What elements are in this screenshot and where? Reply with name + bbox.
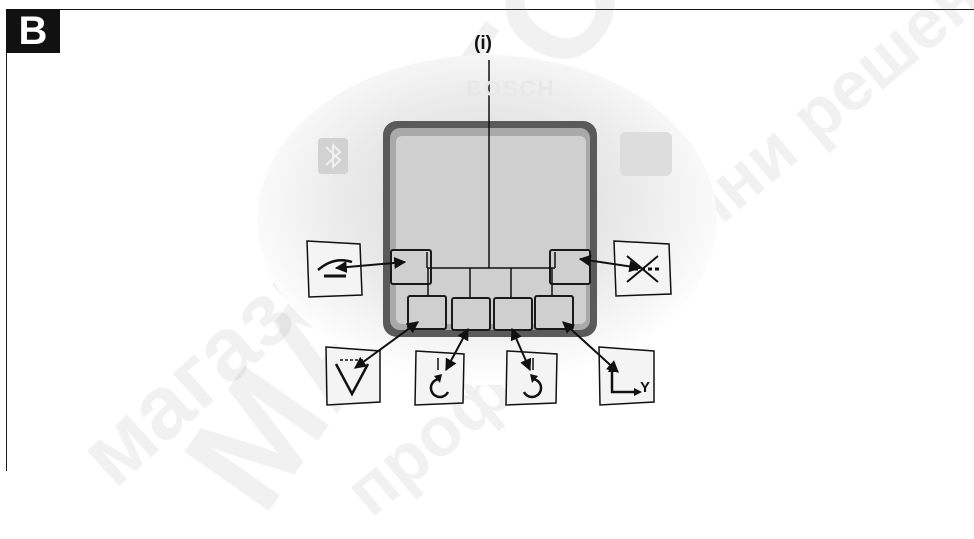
power-key [620,132,672,176]
section-label: B [6,9,60,53]
device-diagram: Y [257,55,717,406]
softkey-bottom-3 [493,297,533,331]
callout-leader [426,60,556,298]
softkey-top-left [390,249,432,285]
display-screen [396,136,586,324]
bluetooth-icon [318,138,348,174]
brand-logo: BOSCH [466,76,556,101]
cancel-beam-icon [613,240,672,297]
softkey-bottom-1 [407,295,447,330]
rotate-counterclockwise-icon [414,350,465,406]
callout-label: (i) [474,33,492,54]
rotate-clockwise-icon [505,350,558,406]
softkey-bottom-2 [451,297,491,331]
svg-text:Y: Y [640,379,650,396]
softkey-bottom-4 [534,295,574,330]
back-arrow-icon [306,240,363,298]
figure-frame [6,9,974,471]
axis-y-icon: Y [598,346,655,406]
pointer-arrows [334,254,642,373]
softkey-top-right [549,249,591,285]
